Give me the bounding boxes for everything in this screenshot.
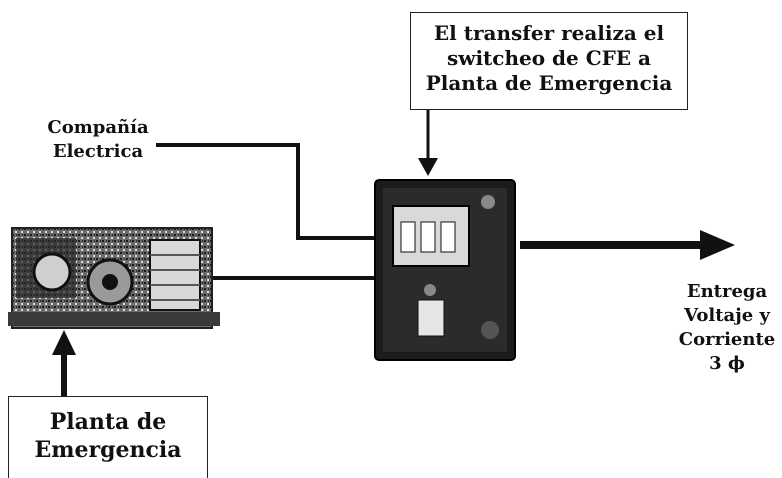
compania-line-1: Compañía xyxy=(47,117,149,138)
entrega-line-4: 3 ϕ xyxy=(709,353,745,374)
transfer-callout-line-1: El transfer realiza el xyxy=(433,21,665,45)
callout-arrow-down xyxy=(418,110,438,176)
transfer-callout-line-3: Planta de Emergencia xyxy=(425,71,673,95)
transfer-switch-icon xyxy=(374,179,516,361)
planta-line-1: Planta de xyxy=(49,409,167,435)
entrega-output-label: Entrega Voltaje y Corriente 3 ϕ xyxy=(672,280,782,376)
compania-line-2: Electrica xyxy=(52,141,144,162)
entrega-line-2: Voltaje y xyxy=(684,305,770,326)
planta-line-2: Emergencia xyxy=(34,437,182,463)
compania-electrica-label: Compañía Electrica xyxy=(38,116,158,164)
entrega-line-1: Entrega xyxy=(686,281,768,302)
cfe-feed-line xyxy=(156,143,378,240)
planta-emergencia-box: Planta de Emergencia xyxy=(8,396,208,478)
transfer-callout-box: El transfer realiza el switcheo de CFE a… xyxy=(410,12,688,110)
output-arrow-right xyxy=(520,230,735,260)
generator-icon xyxy=(8,227,220,329)
entrega-line-3: Corriente xyxy=(678,329,776,350)
planta-arrow-up xyxy=(52,330,76,396)
transfer-callout-line-2: switcheo de CFE a xyxy=(446,46,651,70)
